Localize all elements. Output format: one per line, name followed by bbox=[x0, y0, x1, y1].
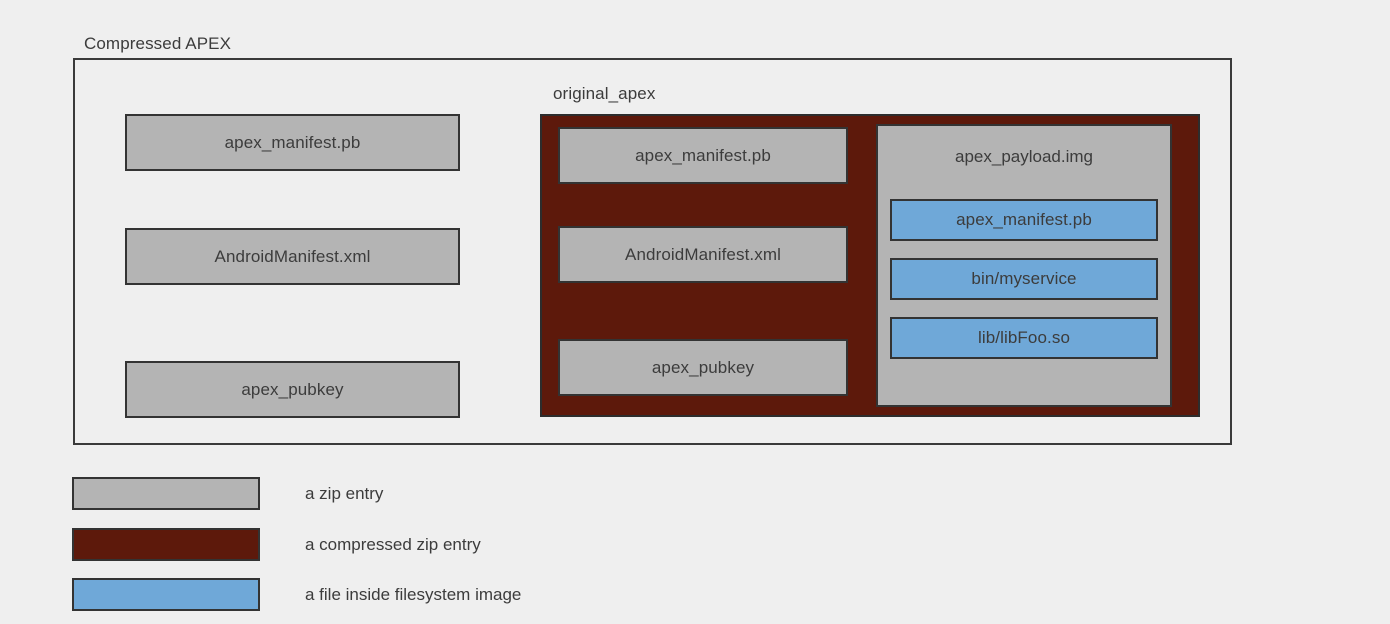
legend-label-filesystem-file: a file inside filesystem image bbox=[305, 584, 522, 604]
zip-entry-android-manifest-xml[interactable]: AndroidManifest.xml bbox=[125, 228, 460, 285]
compressed-apex-caption: Compressed APEX bbox=[84, 34, 232, 53]
apex-payload-img-title: apex_payload.img bbox=[955, 147, 1093, 166]
inner-zip-entry-android-manifest-xml[interactable]: AndroidManifest.xml bbox=[558, 226, 848, 283]
legend-swatch-filesystem-file bbox=[72, 578, 260, 611]
filesystem-file-bin-myservice[interactable]: bin/myservice bbox=[890, 258, 1158, 300]
legend-label-compressed-zip-entry: a compressed zip entry bbox=[305, 534, 481, 554]
original-apex-caption: original_apex bbox=[553, 84, 656, 103]
filesystem-file-lib-libfoo-so[interactable]: lib/libFoo.so bbox=[890, 317, 1158, 359]
legend-label-zip-entry: a zip entry bbox=[305, 483, 384, 503]
zip-entry-apex-pubkey[interactable]: apex_pubkey bbox=[125, 361, 460, 418]
zip-entry-apex-manifest-pb[interactable]: apex_manifest.pb bbox=[125, 114, 460, 171]
legend-swatch-compressed-zip-entry bbox=[72, 528, 260, 561]
inner-zip-entry-apex-pubkey[interactable]: apex_pubkey bbox=[558, 339, 848, 396]
inner-zip-entry-apex-manifest-pb[interactable]: apex_manifest.pb bbox=[558, 127, 848, 184]
legend-swatch-zip-entry bbox=[72, 477, 260, 510]
filesystem-file-apex-manifest-pb[interactable]: apex_manifest.pb bbox=[890, 199, 1158, 241]
